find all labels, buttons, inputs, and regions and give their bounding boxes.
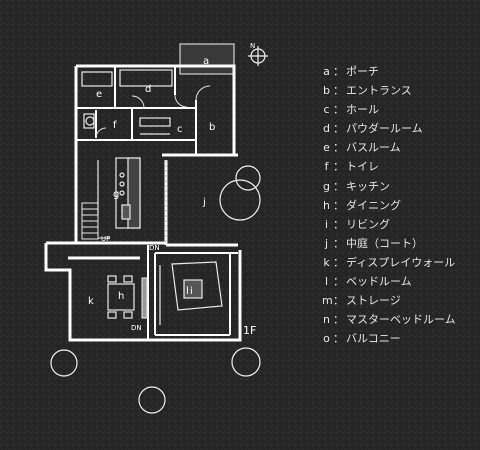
legend-separator: ： xyxy=(333,160,344,174)
legend-item: e：バスルーム xyxy=(322,138,456,157)
legend-separator: ： xyxy=(333,179,344,193)
room-label-b: b xyxy=(209,122,215,133)
dining-table xyxy=(107,275,135,319)
legend-item: h：ダイニング xyxy=(322,196,456,215)
legend-separator: ： xyxy=(333,275,344,289)
legend-label: リビング xyxy=(346,217,390,231)
floor-label: 1F xyxy=(243,324,256,337)
legend-item: c：ホール xyxy=(322,100,456,119)
room-label-d: d xyxy=(145,84,151,95)
legend-separator: ： xyxy=(333,122,344,136)
room-label-l: l xyxy=(186,286,189,297)
legend-label: ディスプレイウォール xyxy=(346,255,456,269)
legend-item: k：ディスプレイウォール xyxy=(322,253,456,272)
legend-label: 中庭（コート） xyxy=(346,236,423,250)
room-label-e: e xyxy=(96,89,102,100)
legend-label: ダイニング xyxy=(346,198,401,212)
legend-label: パウダールーム xyxy=(346,122,423,136)
legend-separator: ： xyxy=(333,217,344,231)
legend-key: e xyxy=(323,141,330,155)
legend-key: f xyxy=(324,160,329,174)
room-label-c: c xyxy=(177,124,183,135)
legend-separator: ： xyxy=(333,294,344,308)
legend-separator: ： xyxy=(333,65,344,78)
up-label: UP xyxy=(101,235,110,243)
room-label-g: g xyxy=(113,189,119,200)
legend-key: k xyxy=(323,255,330,269)
legend-item: o：バルコニー xyxy=(322,329,456,348)
legend-item: g：キッチン xyxy=(322,177,456,196)
legend-key: h xyxy=(323,198,330,212)
legend-key: g xyxy=(323,179,330,193)
legend-key: o xyxy=(323,332,330,346)
bathroom-fixtures xyxy=(81,69,173,135)
legend-label: バルコニー xyxy=(346,332,401,346)
legend-item: i ：リビング xyxy=(322,215,456,234)
legend-label: トイレ xyxy=(346,160,379,174)
room-label-a: a xyxy=(203,56,209,67)
legend-separator: ： xyxy=(333,84,344,98)
living-area-furniture xyxy=(159,261,223,325)
room-label-h: h xyxy=(118,291,124,302)
legend-key: b xyxy=(323,84,330,98)
legend-key: a xyxy=(323,65,330,78)
legend-item: a：ポーチ xyxy=(322,62,456,81)
legend-separator: ： xyxy=(333,198,344,212)
legend-item: l ：ベッドルーム xyxy=(322,272,456,291)
room-label-k: k xyxy=(88,296,94,307)
legend-key: i xyxy=(324,217,329,231)
legend-key: n xyxy=(323,313,330,327)
legend-key: m xyxy=(322,294,333,308)
legend-label: エントランス xyxy=(346,84,412,98)
legend-label: マスターベッドルーム xyxy=(346,313,456,327)
legend-separator: ： xyxy=(333,332,344,346)
room-labels: a b c d e f g h i j k l xyxy=(88,56,215,307)
porch-area xyxy=(179,43,235,75)
kitchen-counter xyxy=(97,157,141,229)
legend-key: l xyxy=(324,275,329,289)
legend-separator: ： xyxy=(333,103,344,117)
legend-label: ポーチ xyxy=(346,65,379,78)
legend-key: d xyxy=(323,122,330,136)
display-wall xyxy=(141,277,148,319)
legend-separator: ： xyxy=(333,141,344,155)
legend-separator: ： xyxy=(333,236,344,250)
north-label: N xyxy=(250,42,255,50)
door-swings xyxy=(95,85,211,139)
legend-label: ストレージ xyxy=(346,294,401,308)
legend-label: バスルーム xyxy=(346,141,401,155)
dn-label-living: DN xyxy=(131,324,142,332)
legend-item: d：パウダールーム xyxy=(322,119,456,138)
room-label-i: i xyxy=(190,286,193,297)
legend-label: キッチン xyxy=(346,179,390,193)
tree-symbols xyxy=(50,165,261,414)
legend-item: j ：中庭（コート） xyxy=(322,234,456,253)
legend-item: b：エントランス xyxy=(322,81,456,100)
legend-separator: ： xyxy=(333,313,344,327)
legend-separator: ： xyxy=(333,255,344,269)
legend-label: ホール xyxy=(346,103,379,117)
interior-walls xyxy=(76,66,238,340)
legend-item: m：ストレージ xyxy=(322,291,456,310)
exterior-walls xyxy=(44,64,242,342)
legend-label: ベッドルーム xyxy=(346,275,412,289)
legend-item: f ：トイレ xyxy=(322,157,456,176)
legend-key: j xyxy=(324,236,329,250)
north-arrow xyxy=(248,46,268,66)
room-label-j: j xyxy=(202,197,206,208)
legend-key: c xyxy=(323,103,330,117)
legend-item: n：マスターベッドルーム xyxy=(322,310,456,329)
dn-label-stair: DN xyxy=(149,244,160,252)
room-label-f: f xyxy=(113,120,117,131)
staircase xyxy=(81,202,110,240)
